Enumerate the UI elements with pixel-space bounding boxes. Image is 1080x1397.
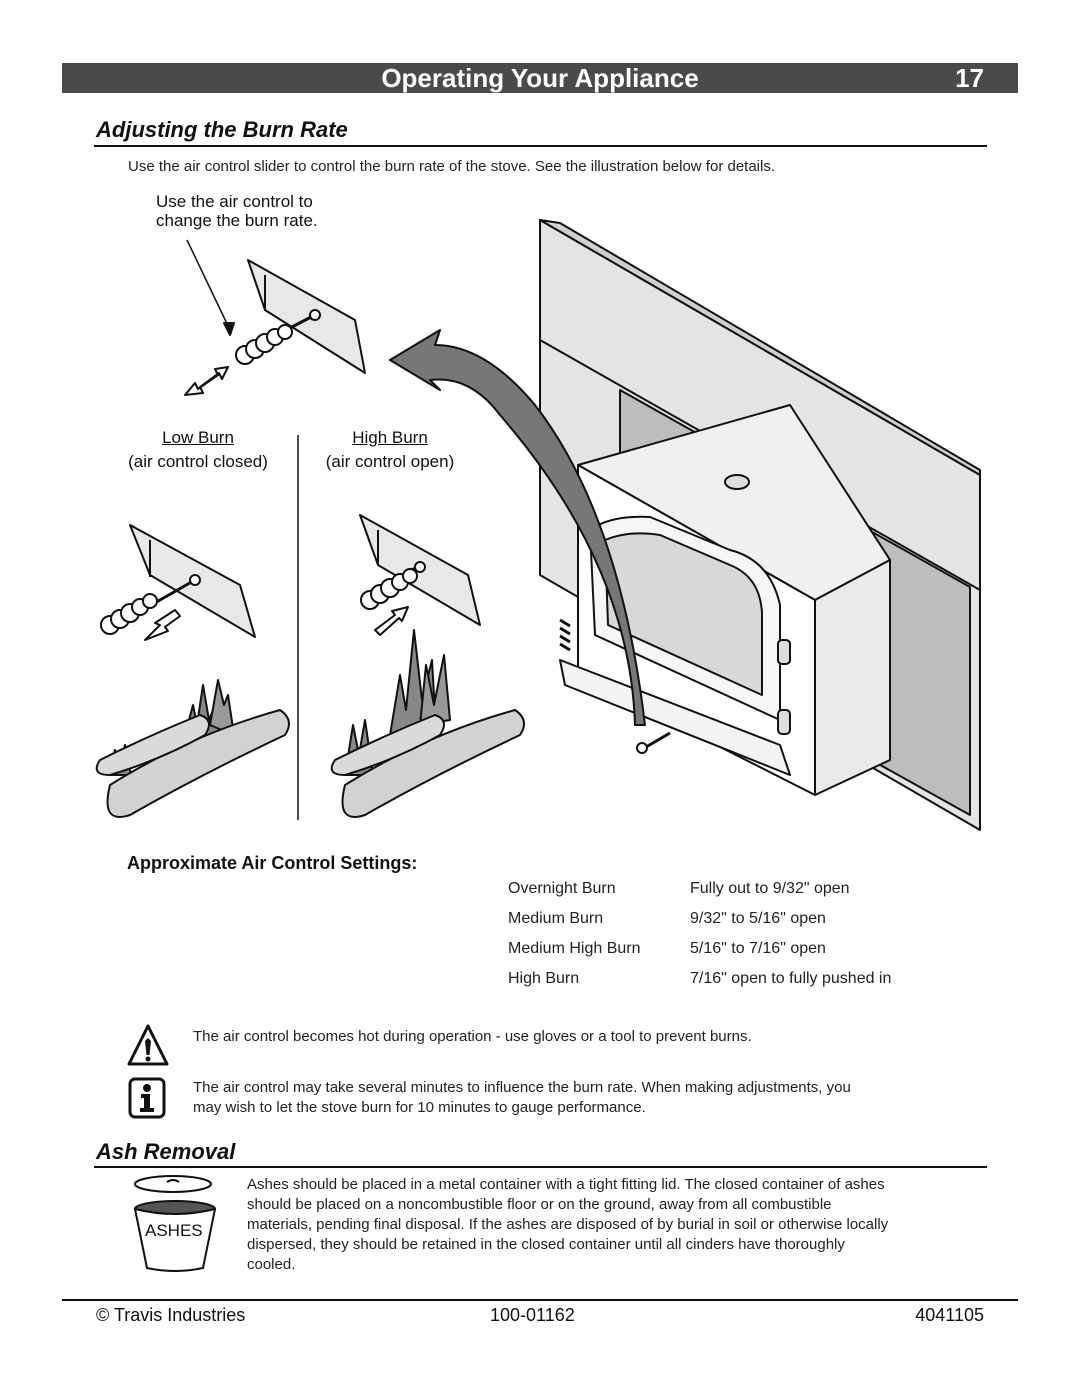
top-slider-panel [184,259,366,396]
high-burn-label: High Burn (air control open) [300,428,480,472]
low-burn-sub: (air control closed) [128,452,268,471]
setting-name: Medium High Burn [508,940,641,957]
high-burn-slider [359,514,481,636]
header-bar [62,63,1018,93]
setting-name: Overnight Burn [508,880,616,897]
callout-text: Use the air control to change the burn r… [156,192,318,230]
info-icon [128,1077,166,1119]
curved-arrow [389,329,646,726]
page-title: Operating Your Appliance [381,63,699,93]
ash-removal-text: Ashes should be placed in a metal contai… [247,1175,1027,1275]
settings-heading: Approximate Air Control Settings: [127,853,418,873]
ash-removal-heading: Ash Removal [96,1139,236,1164]
ash-bucket-icon [133,1175,217,1272]
burn-rate-rule [94,145,987,147]
setting-value: 7/16" open to fully pushed in [690,970,892,987]
ash-line: materials, pending final disposal. If th… [247,1216,889,1233]
setting-name: High Burn [508,970,580,987]
setting-value: 5/16" to 7/16" open [690,940,826,957]
info-line-2: may wish to let the stove burn for 10 mi… [193,1099,646,1116]
ash-line: dispersed, they should be retained in th… [247,1236,845,1253]
low-burn-title: Low Burn [162,428,234,447]
ash-line: cooled. [247,1256,296,1273]
table-row: Medium High Burn 5/16" to 7/16" open [508,934,891,964]
callout-line-2: change the burn rate. [156,211,318,230]
low-burn-label: Low Burn (air control closed) [106,428,290,472]
high-burn-title: High Burn [352,428,428,447]
warning-text: The air control becomes hot during opera… [193,1028,752,1045]
callout-line-1: Use the air control to [156,192,313,211]
ash-removal-rule [94,1166,987,1168]
burn-rate-intro: Use the air control slider to control th… [128,158,776,175]
info-line-1: The air control may take several minutes… [193,1079,851,1096]
warning-icon [127,1024,169,1066]
footer-rule [62,1299,1018,1301]
table-row: Medium Burn 9/32" to 5/16" open [508,904,891,934]
burn-rate-heading: Adjusting the Burn Rate [96,117,348,142]
stove-surround [539,219,981,831]
footer-doc-number: 100-01162 [490,1305,575,1325]
ash-line: Ashes should be placed in a metal contai… [247,1176,885,1193]
setting-name: Medium Burn [508,910,604,927]
high-burn-logs [330,629,525,818]
setting-value: Fully out to 9/32" open [690,880,850,897]
footer-date-code: 4041105 [915,1305,984,1325]
stove-illustration [95,219,981,831]
info-text: The air control may take several minutes… [193,1078,993,1118]
low-burn-logs [95,679,290,818]
low-burn-slider [100,524,256,641]
ash-line: should be placed on a noncombustible flo… [247,1196,832,1213]
table-row: High Burn 7/16" open to fully pushed in [508,964,891,994]
ash-bucket-label: ASHES [145,1221,203,1240]
setting-value: 9/32" to 5/16" open [690,910,826,927]
high-burn-sub: (air control open) [325,452,455,471]
footer-copyright: © Travis Industries [96,1305,246,1325]
settings-table: Overnight Burn Fully out to 9/32" open M… [508,874,891,994]
page-number: 17 [955,63,984,93]
table-row: Overnight Burn Fully out to 9/32" open [508,874,891,904]
